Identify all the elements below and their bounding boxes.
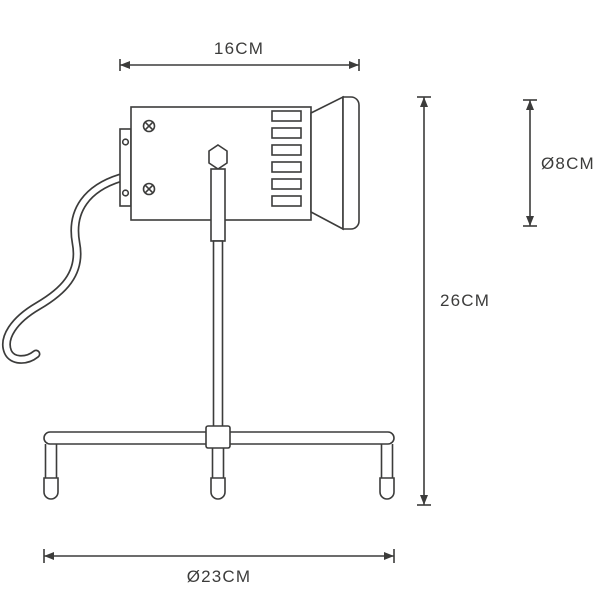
stem-upper — [210, 168, 226, 242]
vent-slot — [271, 195, 302, 207]
screw-icon — [142, 182, 156, 196]
arrowhead-right-icon — [349, 61, 359, 69]
arrowhead-down-icon — [420, 495, 428, 505]
dimension-shade-diameter: Ø8CM — [523, 99, 595, 227]
screw-icon — [121, 189, 130, 197]
arrowhead-left-icon — [44, 552, 54, 560]
screw-icon — [121, 138, 130, 146]
total-height-label: 26CM — [440, 291, 490, 310]
dimension-top-width: 16CM — [119, 39, 360, 71]
stem-lower — [212, 240, 224, 428]
base-leg-right — [380, 444, 394, 482]
screw-icon — [142, 119, 156, 133]
arrowhead-left-icon — [120, 61, 130, 69]
base-leg-center — [211, 448, 225, 482]
foot-center — [210, 477, 226, 500]
dimension-total-height: 26CM — [417, 96, 490, 506]
arrowhead-up-icon — [526, 100, 534, 110]
power-cord-outline — [2, 173, 125, 364]
power-cord — [2, 173, 125, 364]
vent-slot — [271, 110, 302, 122]
foot-left — [43, 477, 59, 500]
lamp-shade-rim — [342, 96, 360, 230]
base-diameter-label: Ø23CM — [187, 567, 252, 586]
top-width-label: 16CM — [214, 39, 264, 58]
dimension-base-diameter: Ø23CM — [43, 549, 395, 586]
vent-slot — [271, 161, 302, 173]
vent-slot — [271, 127, 302, 139]
mounting-bracket — [119, 128, 132, 207]
adjustment-knob — [208, 144, 228, 170]
vent-slot — [271, 144, 302, 156]
vent-slot — [271, 178, 302, 190]
arrowhead-right-icon — [384, 552, 394, 560]
power-cord-core — [3, 175, 123, 363]
arrowhead-down-icon — [526, 216, 534, 226]
foot-right — [379, 477, 395, 500]
shade-diameter-label: Ø8CM — [541, 154, 595, 173]
arrowhead-up-icon — [420, 97, 428, 107]
base-hub — [205, 425, 231, 449]
lamp-shade-cone — [310, 95, 344, 231]
vent-slots — [271, 110, 302, 207]
base-leg-left — [44, 444, 58, 482]
